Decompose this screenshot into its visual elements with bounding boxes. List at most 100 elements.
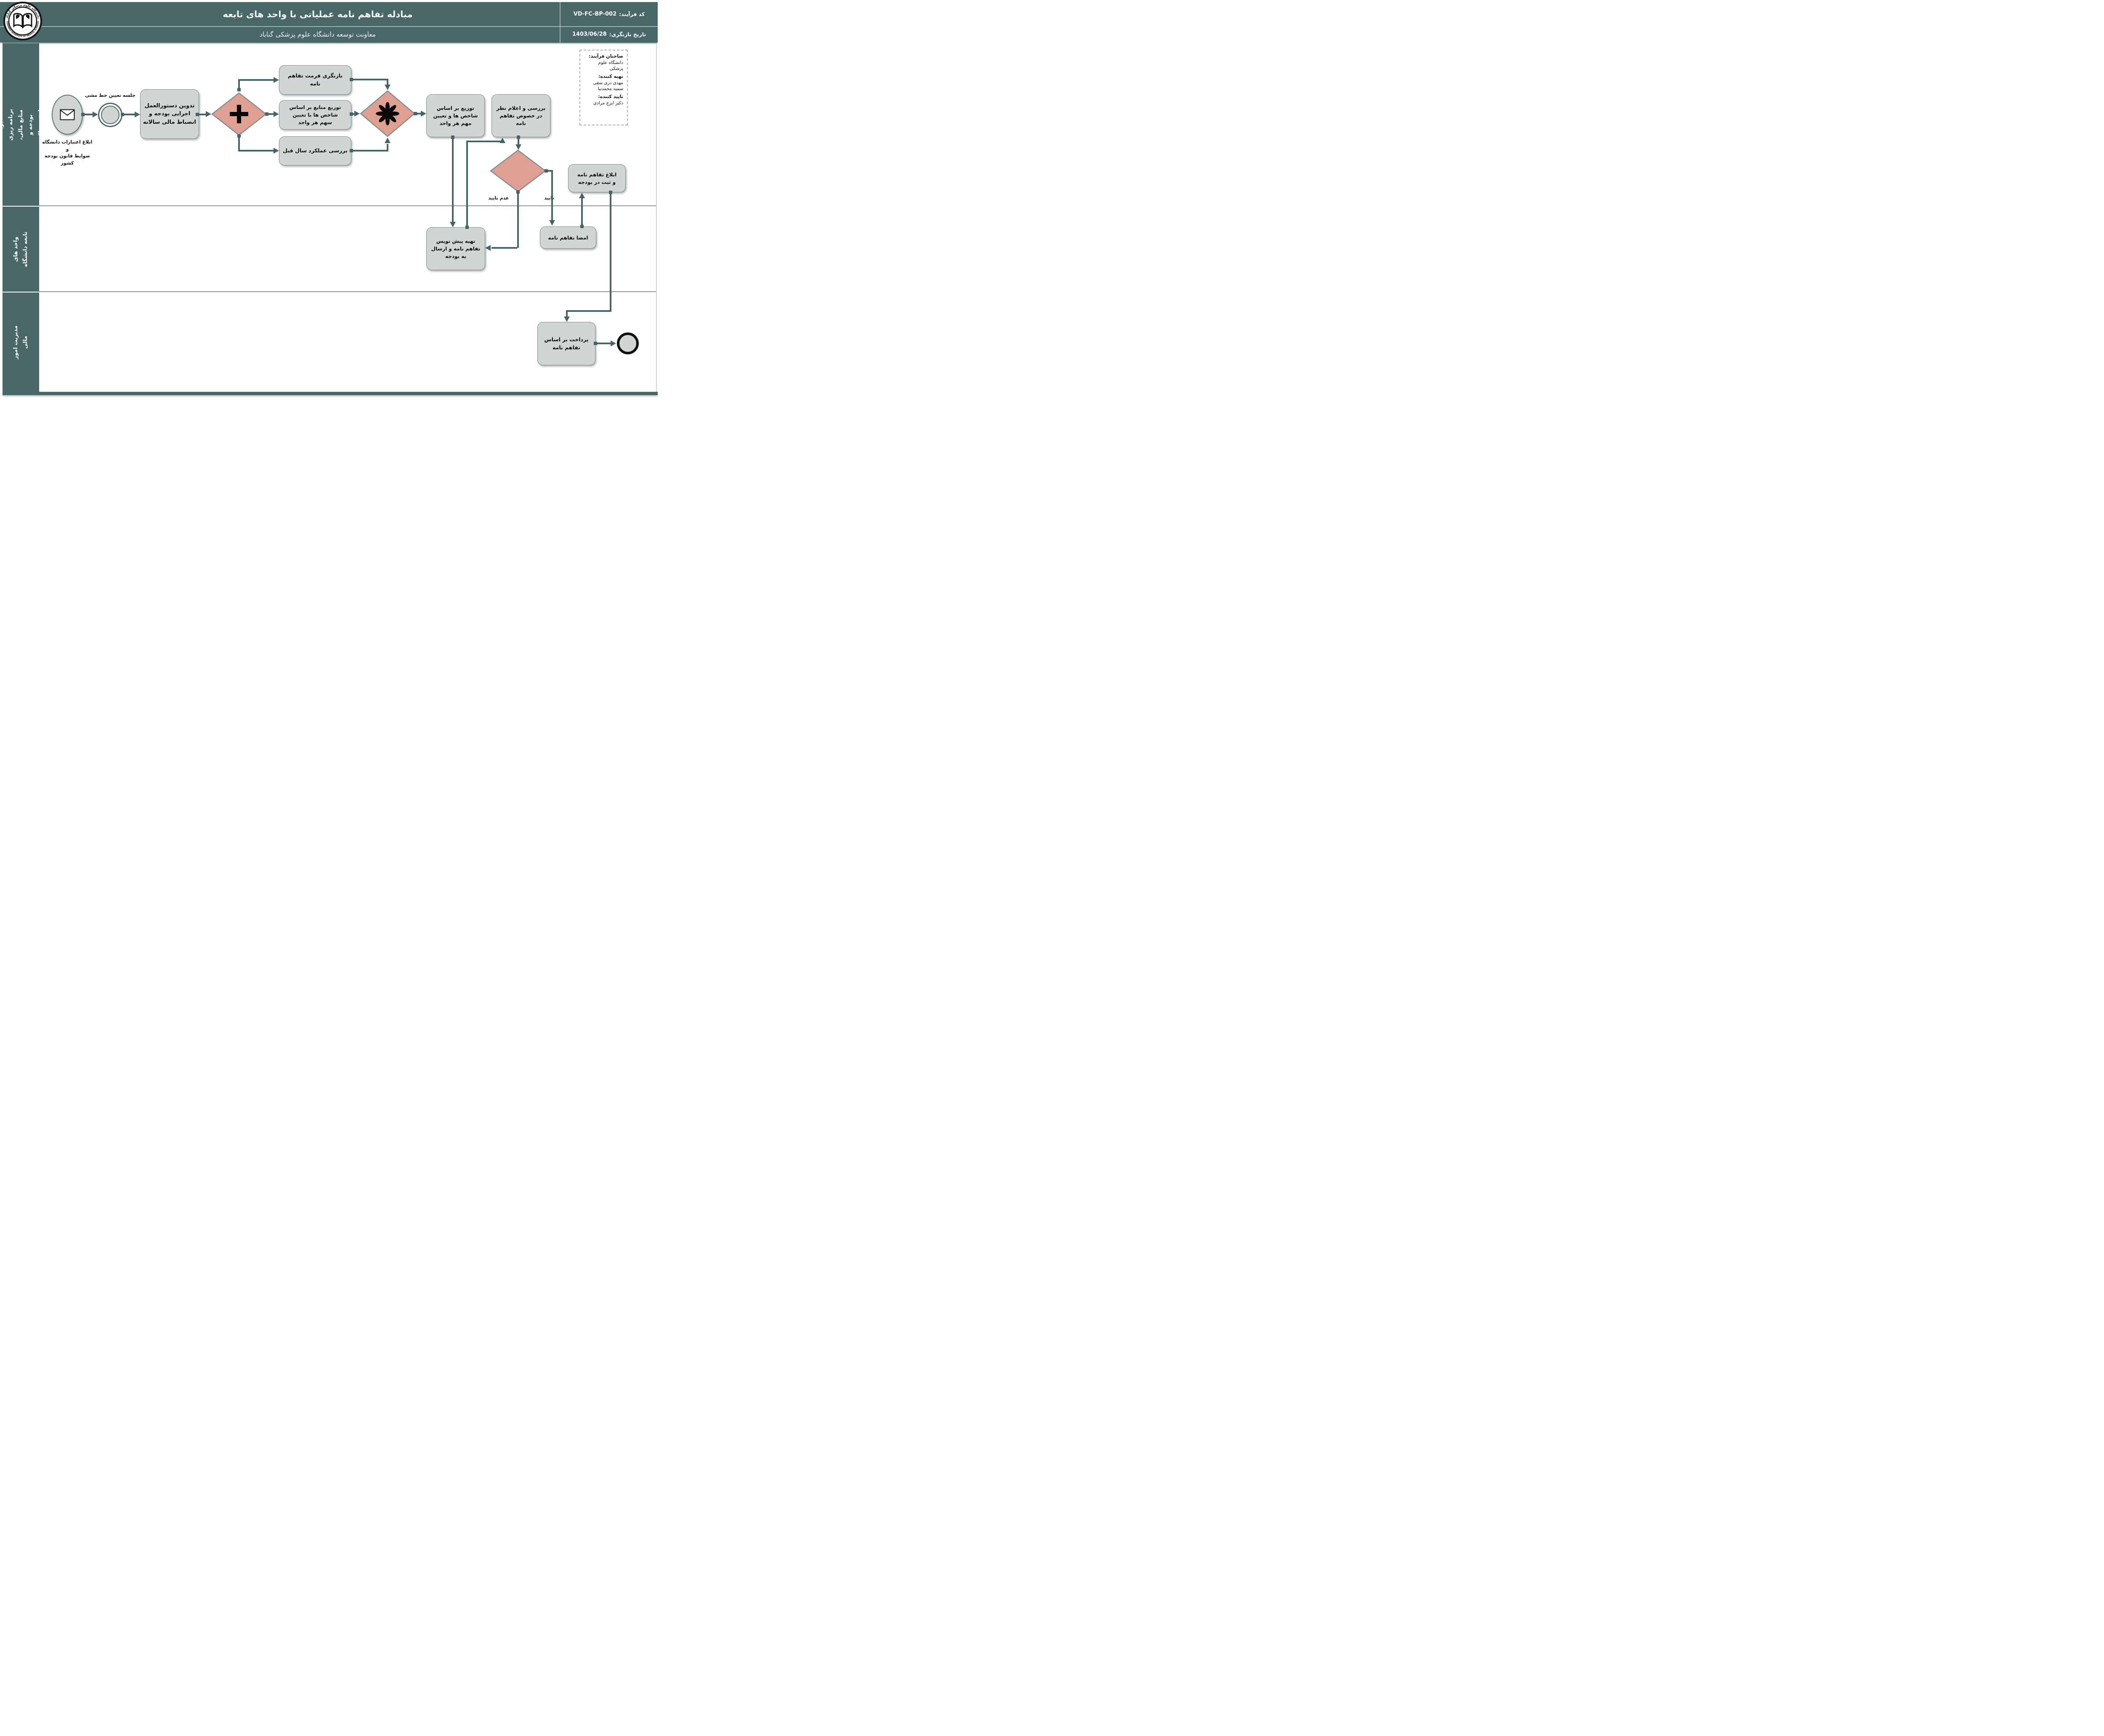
task-dist-resources: توزیع منابع بر اساس شاخص ها با تعیین سهم… bbox=[279, 100, 351, 130]
edge-perfreview-complex-tail bbox=[350, 149, 353, 152]
edge-decision-draft-line2 bbox=[491, 247, 517, 249]
edge-draft-reviewannounce-line2 bbox=[466, 141, 502, 142]
policy-meeting-event-inner bbox=[101, 106, 120, 124]
edge-policy-guideline-line bbox=[123, 114, 135, 115]
start-event-label: ابلاغ اعتبارات دانشگاه و ضوابط قانون بود… bbox=[42, 139, 93, 166]
edge-guideline-parallel-tail bbox=[196, 113, 199, 116]
edge-announcemou-payment-line2 bbox=[566, 310, 611, 312]
edge-complex-distindicators-arrowhead bbox=[421, 111, 426, 117]
complex-gateway bbox=[360, 90, 415, 137]
edge-announcemou-payment-line3 bbox=[566, 310, 568, 316]
task-review-format: بازنگری فرمت تفاهم نامه bbox=[279, 65, 351, 95]
approver-label: تایید کننده: bbox=[598, 94, 623, 100]
edge-announcemou-payment-line1 bbox=[610, 194, 611, 311]
parallel-gateway bbox=[211, 92, 267, 136]
envelope-icon bbox=[60, 109, 75, 120]
edge-distresources-complex-arrowhead bbox=[354, 111, 360, 117]
revision-date-label: تاریخ بازنگری: bbox=[609, 31, 646, 37]
lane-divider-1 bbox=[39, 205, 657, 206]
edge-label-reject: عدم تایید bbox=[488, 195, 509, 201]
policy-meeting-label: جلسه تعیین خط مشی bbox=[85, 93, 135, 98]
edge-reviewannounce-decision-line bbox=[518, 139, 519, 144]
start-message-event bbox=[52, 95, 83, 135]
edge-guideline-parallel-line bbox=[199, 114, 206, 115]
page-title: مبادله تفاهم نامه عملیاتی با واحد های تا… bbox=[223, 9, 413, 19]
edge-draft-reviewannounce-line1 bbox=[466, 141, 468, 226]
edge-start-policy-arrowhead bbox=[93, 112, 98, 117]
edge-draft-reviewannounce-arrowhead bbox=[499, 138, 505, 143]
edge-parallel-distresources-tail bbox=[265, 112, 268, 116]
edge-sign-announcemou-tail bbox=[580, 225, 584, 228]
header-band: مبادله تفاهم نامه عملیاتی با واحد های تا… bbox=[0, 2, 658, 43]
university-logo: دانشگاه علوم پزشکی گناباد GONABAD UNIVER… bbox=[3, 2, 42, 40]
edge-reviewformat-complex-line1 bbox=[353, 79, 388, 80]
edge-decision-draft-line1 bbox=[517, 194, 519, 248]
asterisk-icon bbox=[376, 102, 399, 125]
edge-decision-draft-arrowhead bbox=[485, 245, 491, 251]
task-announce-mou: ابلاغ تفاهم نامه و ثبت در بودجه bbox=[568, 164, 626, 192]
edge-reviewannounce-decision-arrowhead bbox=[515, 144, 521, 150]
task-perf-review: بررسی عملکرد سال قبل bbox=[279, 136, 351, 165]
page-subtitle: معاونت توسعه دانشگاه علوم پزشکی گناباد bbox=[259, 30, 376, 38]
process-code-label: کد فرآیند: bbox=[619, 11, 645, 17]
owner-value: دانشگاه علوم پزشکی bbox=[598, 60, 623, 72]
edge-parallel-perfreview-line2 bbox=[238, 150, 274, 152]
process-code-cell: کد فرآیند: VD-FC-BP-002 bbox=[561, 2, 657, 26]
edge-reviewformat-complex-arrowhead bbox=[385, 85, 391, 90]
edge-parallel-reviewformat-tail bbox=[237, 88, 241, 91]
edge-sign-announcemou-arrowhead bbox=[579, 193, 585, 198]
edge-decision-sign-arrowhead bbox=[549, 220, 555, 226]
edge-parallel-distresources-arrowhead bbox=[274, 111, 279, 117]
preparer-1: مهدی دری سقی bbox=[593, 80, 623, 86]
edge-complex-distindicators-line bbox=[417, 113, 422, 114]
flow-area-right-border bbox=[656, 43, 657, 392]
complex-gateway-diamond bbox=[360, 90, 415, 137]
header-row-divider bbox=[0, 26, 658, 27]
edge-payment-end-tail bbox=[594, 342, 597, 345]
edge-parallel-reviewformat-line1 bbox=[238, 80, 240, 89]
preparer-2: سمیه محمدنیا bbox=[598, 86, 623, 92]
policy-meeting-event bbox=[98, 103, 122, 127]
plus-icon-vertical bbox=[237, 105, 241, 123]
task-dist-indicators: توزیع بر اساس شاخص ها و تعیین مهم هر واح… bbox=[426, 94, 485, 137]
edge-parallel-reviewformat-arrowhead bbox=[274, 77, 279, 83]
edge-reviewformat-complex-line2 bbox=[387, 79, 388, 85]
edge-start-policy-line bbox=[84, 114, 93, 115]
lane-band-finance bbox=[3, 292, 39, 392]
edge-parallel-perfreview-tail bbox=[237, 134, 241, 138]
edge-perfreview-complex-arrowhead bbox=[385, 138, 391, 143]
edge-decision-sign-line1 bbox=[548, 170, 553, 172]
edge-perfreview-complex-line2 bbox=[387, 144, 388, 151]
edge-start-policy-tail bbox=[81, 113, 85, 116]
edge-distindicators-draft-tail bbox=[451, 136, 454, 139]
lane-divider-2 bbox=[39, 291, 657, 292]
edge-perfreview-complex-line1 bbox=[353, 150, 388, 152]
edge-distindicators-draft-line bbox=[452, 139, 454, 222]
edge-complex-distindicators-tail bbox=[414, 112, 417, 115]
task-review-announce: بررسی و اعلام نظر در خصوص تفاهم نامه bbox=[491, 94, 550, 137]
edge-parallel-perfreview-arrowhead bbox=[274, 148, 279, 154]
edge-policy-guideline-tail bbox=[121, 113, 124, 116]
edge-decision-sign-tail bbox=[545, 169, 548, 173]
edge-payment-end-line bbox=[597, 343, 611, 344]
owner-label: صاحبان فرآیند: bbox=[589, 53, 623, 59]
edge-reviewformat-complex-tail bbox=[350, 78, 353, 81]
edge-decision-sign-line2 bbox=[551, 170, 553, 220]
lane-band-units bbox=[3, 207, 39, 292]
approver-value: دکتر ایرج مرادی bbox=[593, 101, 623, 106]
edge-policy-guideline-arrowhead bbox=[135, 112, 140, 117]
end-event bbox=[617, 332, 639, 354]
edge-label-approve: تایید bbox=[544, 195, 554, 201]
revision-date-value: 1403/06/28 bbox=[572, 31, 607, 37]
edge-decision-draft-tail bbox=[516, 190, 520, 194]
edge-payment-end-arrowhead bbox=[611, 340, 616, 346]
open-book-icon: دانشگاه علوم پزشکی گناباد GONABAD UNIVER… bbox=[3, 2, 42, 40]
edge-distindicators-draft-arrowhead bbox=[450, 222, 456, 227]
edge-announcemou-payment-arrowhead bbox=[564, 316, 570, 322]
edge-draft-reviewannounce-tail bbox=[465, 226, 469, 229]
edge-guideline-parallel-arrowhead bbox=[206, 111, 211, 117]
decision-gateway-diamond bbox=[489, 149, 547, 192]
task-sign: امضا تفاهم نامه bbox=[540, 226, 596, 249]
edge-reviewannounce-decision-tail bbox=[517, 136, 520, 139]
task-payment: پرداخت بر اساس تفاهم نامه bbox=[537, 322, 595, 365]
